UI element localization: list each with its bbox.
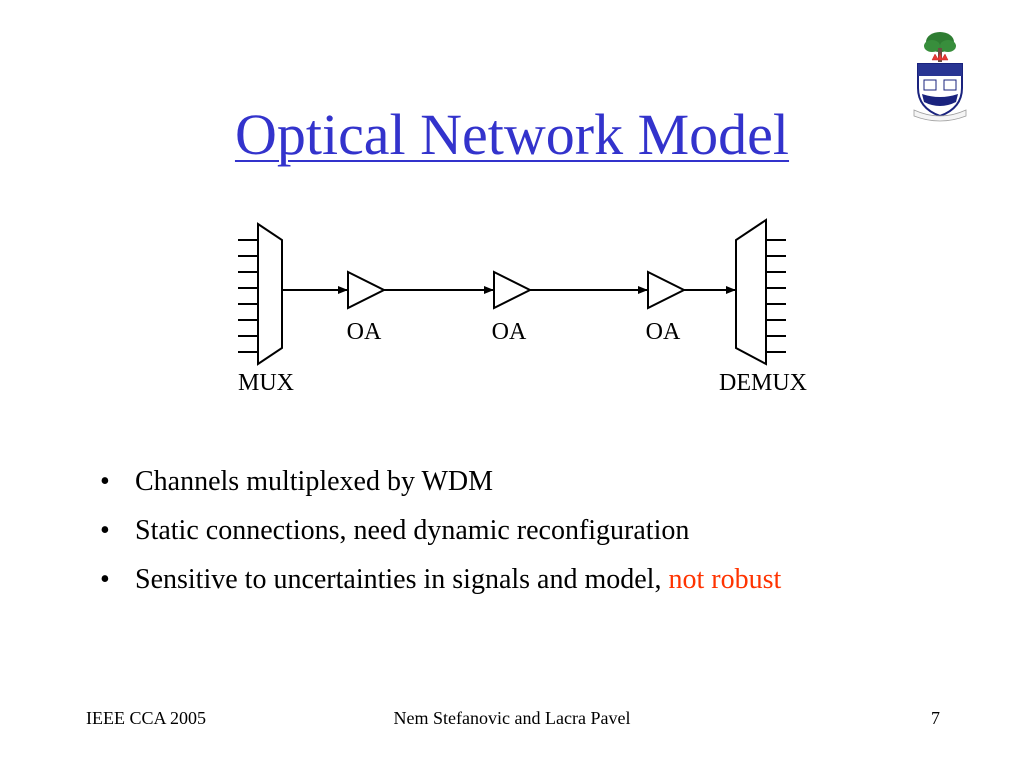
bullet-item: • Channels multiplexed by WDM xyxy=(100,457,781,506)
bullet-text: Sensitive to uncertainties in signals an… xyxy=(135,564,669,595)
bullet-text: Channels multiplexed by WDM xyxy=(135,466,493,497)
footer-authors: Nem Stefanovic and Lacra Pavel xyxy=(393,708,631,728)
amplifier-3-label: OA xyxy=(646,319,681,345)
university-crest-icon xyxy=(913,32,967,122)
demux-label: DEMUX xyxy=(719,370,807,396)
amplifier-1-label: OA xyxy=(347,319,382,345)
amplifier-1-icon xyxy=(347,270,387,310)
amplifier-3-icon xyxy=(647,270,687,310)
bullet-marker: • xyxy=(100,564,110,595)
bullet-marker: • xyxy=(100,466,110,497)
amplifier-2-label: OA xyxy=(492,319,527,345)
demux-block xyxy=(735,218,786,366)
footer-conference: IEEE CCA 2005 xyxy=(86,708,206,728)
bullet-item: • Static connections, need dynamic recon… xyxy=(100,506,781,555)
bullet-marker: • xyxy=(100,515,110,546)
slide-title: Optical Network Model xyxy=(234,102,790,167)
optical-network-diagram: OA OA OA MUX DEMUX xyxy=(238,218,807,396)
bullet-text: Static connections, need dynamic reconfi… xyxy=(135,515,690,546)
amplifier-2-icon xyxy=(493,270,533,310)
mux-block xyxy=(238,222,283,366)
bullet-item: • Sensitive to uncertainties in signals … xyxy=(100,555,781,604)
bullet-list: • Channels multiplexed by WDM • Static c… xyxy=(100,457,781,604)
footer-page-number: 7 xyxy=(931,708,940,728)
mux-label: MUX xyxy=(238,370,294,396)
bullet-highlight: not robust xyxy=(668,564,782,595)
